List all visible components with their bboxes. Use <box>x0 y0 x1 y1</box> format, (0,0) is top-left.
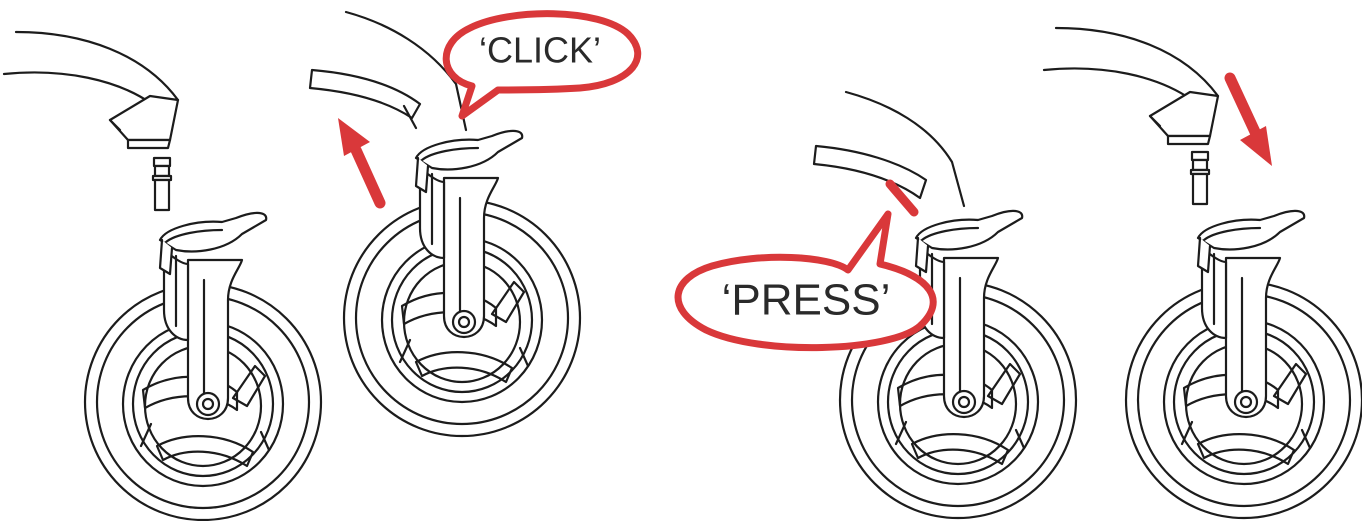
press-callout-text: ‘PRESS’ <box>722 276 891 325</box>
click-callout: ‘CLICK’ <box>442 10 642 120</box>
step-3-figure: ‘PRESS’ <box>674 90 1078 520</box>
caster-pin-1 <box>151 156 173 212</box>
step-4-figure <box>1042 26 1362 520</box>
up-arrow-icon <box>338 118 386 209</box>
press-callout: ‘PRESS’ <box>674 210 937 352</box>
click-callout-text: ‘CLICK’ <box>479 30 601 71</box>
frame-leg-2 <box>308 10 468 132</box>
step-2-figure: ‘CLICK’ <box>308 10 642 438</box>
caster-pin-4 <box>1189 150 1211 206</box>
frame-leg-4 <box>1042 26 1220 146</box>
press-point-marker <box>885 179 919 217</box>
step-1-figure <box>2 30 323 521</box>
frame-leg-3 <box>812 90 966 208</box>
down-arrow-icon <box>1224 72 1272 166</box>
frame-leg-1 <box>2 30 180 150</box>
